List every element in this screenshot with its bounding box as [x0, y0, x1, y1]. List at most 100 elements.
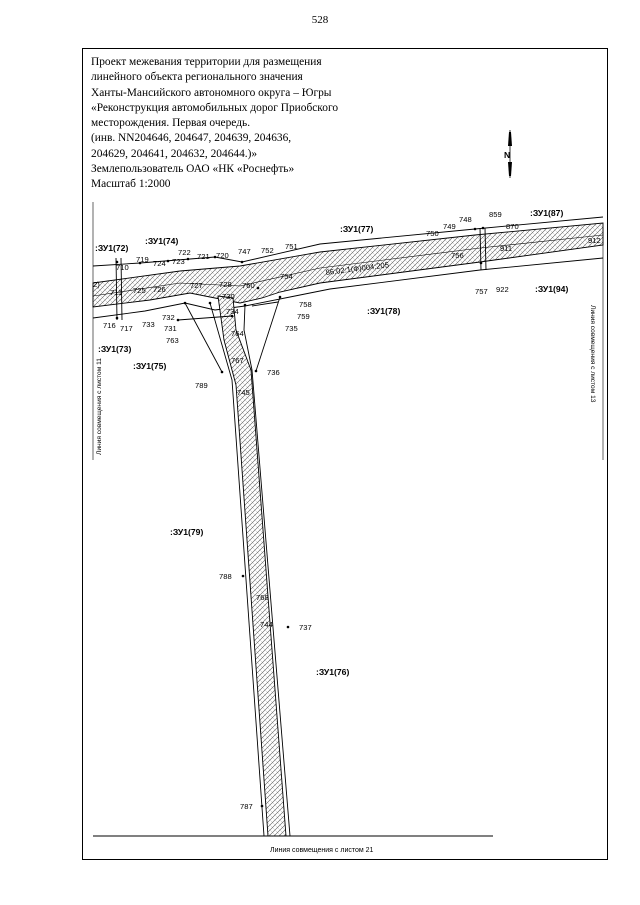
- point-label: 719: [136, 255, 149, 264]
- title-line: Землепользователь ОАО «НК «Роснефть»: [91, 163, 295, 176]
- point-label: 723: [172, 257, 185, 266]
- parcel-label-zu75: :ЗУ1(75): [133, 361, 166, 371]
- north-arrow-icon: [508, 130, 512, 178]
- north-label: N: [504, 150, 510, 160]
- parcel-label-zu79: :ЗУ1(79): [170, 527, 203, 537]
- point-label: 750: [426, 229, 439, 238]
- point-label: 764: [231, 329, 244, 338]
- survey-point: [260, 804, 264, 808]
- bottom-alignment-label: Линия совмещения с листом 21: [270, 847, 374, 854]
- road-axis-line: [92, 234, 604, 297]
- point-label: 763: [166, 336, 179, 345]
- survey-point: [243, 303, 247, 307]
- survey-point: [230, 314, 234, 318]
- title-line: 204629, 204641, 204632, 204644.)»: [91, 147, 258, 160]
- survey-point: [481, 226, 485, 230]
- point-label: 922: [496, 285, 509, 294]
- parcel-label-zu78: :ЗУ1(78): [367, 306, 400, 316]
- parcel-label-zu87: :ЗУ1(87): [530, 208, 563, 218]
- survey-point: [138, 261, 142, 265]
- survey-points: [115, 226, 485, 808]
- survey-point: [213, 255, 217, 259]
- survey-point: [176, 318, 180, 322]
- point-label: 754: [280, 272, 293, 281]
- point-label: 768: [256, 593, 269, 602]
- point-label: 710: [116, 263, 129, 272]
- point-label: 711: [110, 288, 122, 297]
- survey-point: [256, 286, 260, 290]
- point-label: 732: [162, 313, 175, 322]
- parcel-label-zu72: :ЗУ1(72): [95, 243, 128, 253]
- point-label: 730: [222, 292, 235, 301]
- survey-point: [254, 369, 258, 373]
- survey-point: [183, 301, 187, 305]
- page-number: 528: [311, 14, 329, 26]
- survey-point: [278, 295, 282, 299]
- point-label: 744: [260, 620, 273, 629]
- survey-point: [479, 261, 483, 265]
- point-label: 716: [103, 321, 116, 330]
- branch-road-corridor: [217, 295, 287, 837]
- point-label: 748: [459, 215, 472, 224]
- branch-right-edge: [243, 304, 291, 837]
- point-label: 859: [489, 210, 502, 219]
- tick-line: [484, 227, 487, 271]
- point-label: 760: [242, 281, 255, 290]
- point-label: 747: [238, 247, 251, 256]
- point-label: 2): [93, 280, 100, 289]
- tick-line: [115, 257, 118, 321]
- point-label: 767: [231, 356, 244, 365]
- title-block: Проект межевания территории для размещен…: [91, 55, 391, 193]
- title-line: месторождения. Первая очередь.: [91, 117, 251, 130]
- point-label: 759: [297, 312, 310, 321]
- point-label: 717: [120, 324, 133, 333]
- point-label: 734: [226, 307, 239, 316]
- parcel-label-zu77: :ЗУ1(77): [340, 224, 373, 234]
- point-label: 735: [285, 324, 298, 333]
- parcel-label-zu74: :ЗУ1(74): [145, 236, 178, 246]
- survey-point: [220, 370, 224, 374]
- point-label: 721: [197, 252, 210, 261]
- survey-point: [166, 259, 170, 263]
- survey-point: [241, 574, 245, 578]
- point-label: 722: [178, 248, 191, 257]
- drawing-frame: [82, 48, 608, 860]
- point-label: 749: [443, 222, 456, 231]
- point-label: 752: [261, 246, 274, 255]
- point-label: 787: [240, 802, 253, 811]
- survey-point: [115, 260, 119, 264]
- right-alignment-label: Линия совмещения с листом 13: [589, 305, 596, 403]
- survey-point: [186, 257, 190, 261]
- survey-point: [208, 301, 212, 305]
- point-label: 745: [237, 388, 250, 397]
- point-label: 758: [299, 300, 312, 309]
- point-label: 757: [475, 287, 488, 296]
- survey-point: [473, 227, 477, 231]
- title-line: Ханты-Мансийского автономного округа – Ю…: [91, 86, 332, 99]
- title-line: линейного объекта регионального значения: [91, 71, 303, 84]
- point-label: 789: [195, 381, 208, 390]
- point-label: 737: [299, 623, 312, 632]
- point-label: 733: [142, 320, 155, 329]
- survey-point: [286, 625, 290, 629]
- point-label: 724: [153, 259, 166, 268]
- survey-point: [240, 260, 244, 264]
- point-label: 731: [164, 324, 177, 333]
- point-label: 720: [216, 251, 229, 260]
- point-label: 728: [219, 280, 232, 289]
- point-label: 788: [219, 572, 232, 581]
- point-label: 911: [500, 244, 512, 253]
- parcel-label-zu73: :ЗУ1(73): [98, 344, 131, 354]
- connector-736: [255, 296, 281, 372]
- main-road-corridor: [92, 222, 604, 308]
- point-label: 725: [133, 286, 146, 295]
- title-line: «Реконструкция автомобильных дорог Приоб…: [91, 101, 339, 114]
- left-alignment-label: Линия совмещения с листом 11: [96, 358, 103, 455]
- point-label: 912: [588, 236, 601, 245]
- parcel-label-zu94: :ЗУ1(94): [535, 284, 568, 294]
- point-label: 736: [267, 368, 280, 377]
- point-label: 751: [285, 242, 298, 251]
- point-label: 756: [451, 251, 464, 260]
- title-line: (инв. NN204646, 204647, 204639, 204636,: [91, 132, 292, 145]
